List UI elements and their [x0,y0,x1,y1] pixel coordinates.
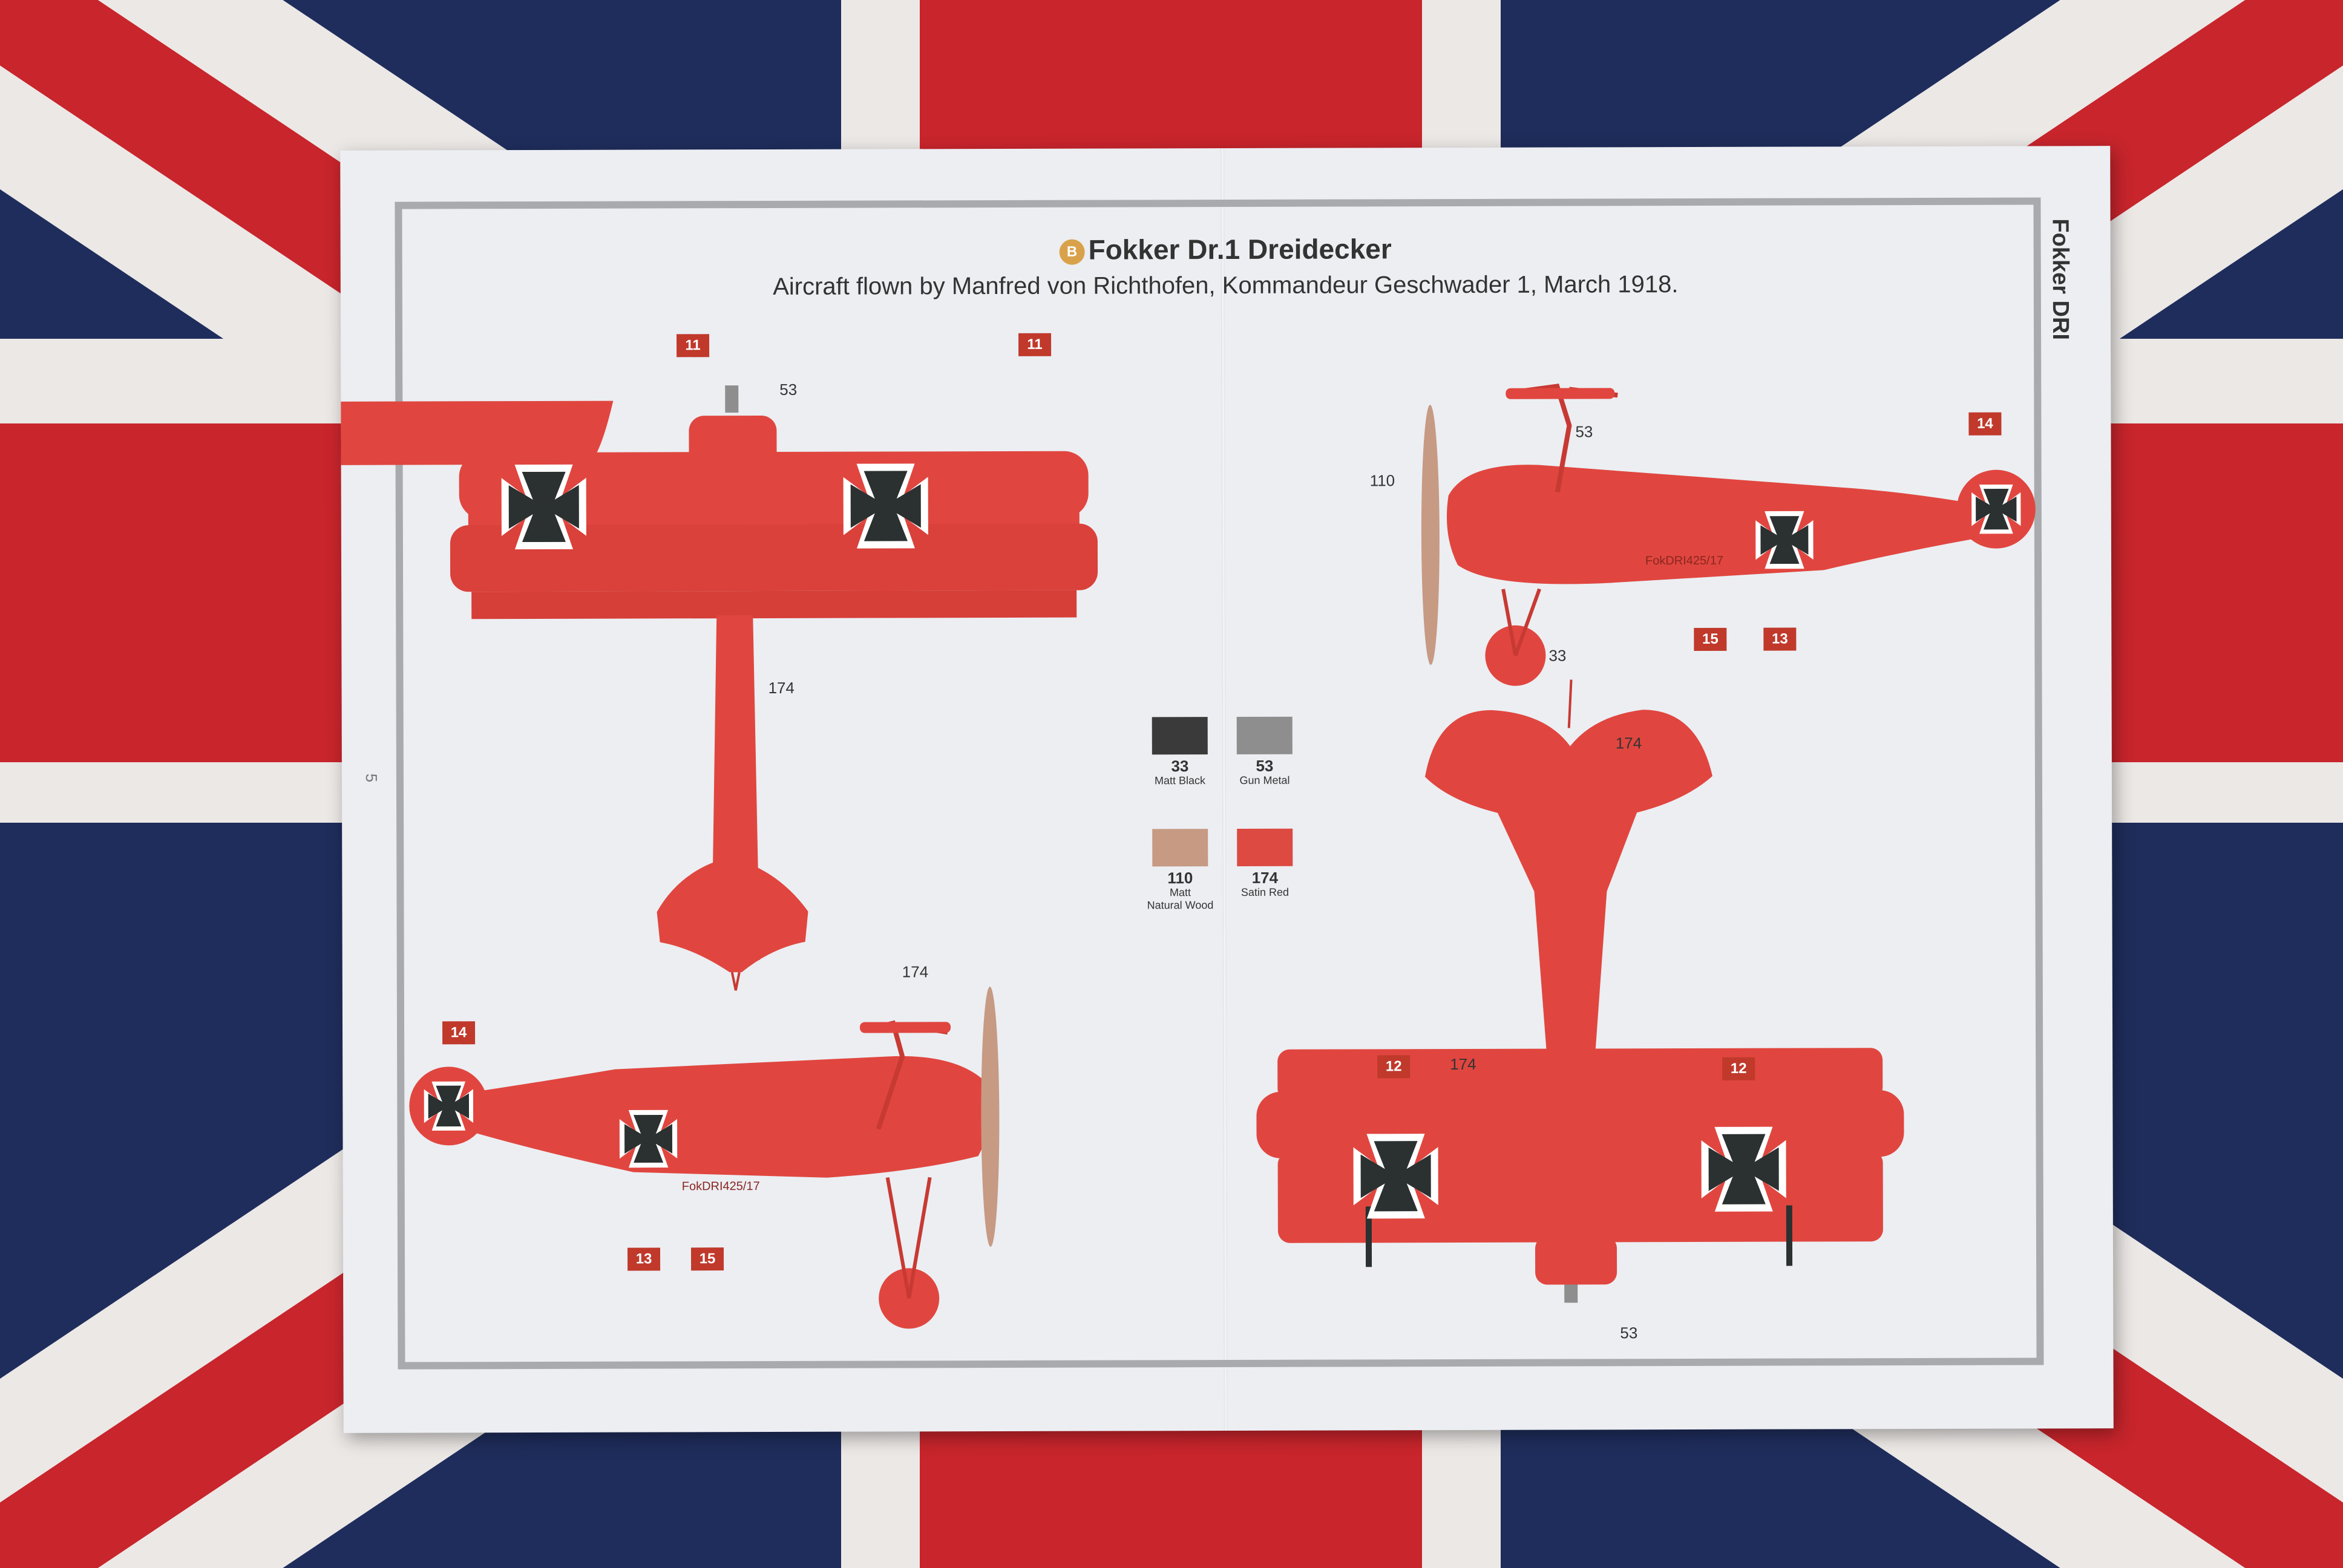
right-fuselage [1446,465,2005,584]
left-serial: FokDRI425/17 [682,1180,760,1193]
swatch-color [1152,717,1208,755]
top-tailplane [657,857,808,973]
bottom-tail-and-fuselage [1424,710,1712,1055]
top-view [340,385,1098,991]
decal-11-left: 11 [677,334,710,358]
decal-15-left: 15 [690,1247,724,1271]
swatch-name: Gun Metal [1239,774,1290,787]
swatch-color [1152,829,1208,867]
callout-top-gun: 53 [779,380,798,399]
bottom-view [1256,679,1904,1303]
swatch-number: 53 [1256,756,1274,775]
top-wing-front [459,451,1089,520]
right-wheel [1485,625,1546,686]
decal-13-left: 13 [627,1247,661,1271]
decal-13-right: 13 [1763,627,1797,651]
aircraft-views: FokDRI425/17 FokDRI425/17 [340,384,2036,1329]
decal-12-left: 12 [1377,1055,1411,1079]
swatch-gun-metal: 53 Gun Metal [1213,716,1316,787]
right-serial: FokDRI425/17 [1645,554,1723,567]
top-wing-lower [471,590,1077,619]
decal-14-left: 14 [442,1021,476,1045]
callout-right-wheel: 33 [1548,646,1567,665]
bottom-guns [1564,1284,1578,1303]
swatch-color [1236,716,1293,754]
swatch-name: Satin Red [1240,886,1289,899]
callout-bottom-wing: 174 [1450,1054,1476,1074]
left-wheel [879,1268,940,1329]
top-guns [725,385,739,413]
swatch-color [1237,828,1293,866]
swatch-satin-red: 174 Satin Red [1213,828,1316,899]
left-propeller [981,987,1000,1247]
decal-11-right: 11 [1018,333,1052,356]
top-cowling [689,416,777,471]
decal-15-right: 15 [1694,627,1727,651]
right-side-view: FokDRI425/17 [1421,384,2036,686]
callout-prop: 110 [1369,471,1395,490]
propeller [1421,405,1440,665]
callout-bottom-tail: 174 [1615,734,1642,753]
top-wing-mid [450,523,1098,592]
decal-12-right: 12 [1722,1057,1755,1080]
callout-top-fuselage: 174 [768,678,795,697]
callout-top-tail: 174 [902,962,929,981]
decal-14-right: 14 [1968,412,2002,436]
callout-bottom-gun: 53 [1620,1324,1638,1342]
callout-right-gun: 53 [1575,422,1593,441]
left-fuselage [439,1056,991,1178]
left-side-view: FokDRI425/17 [409,987,1000,1329]
bottom-cowling [1535,1236,1617,1285]
swatch-number: 174 [1251,868,1279,887]
